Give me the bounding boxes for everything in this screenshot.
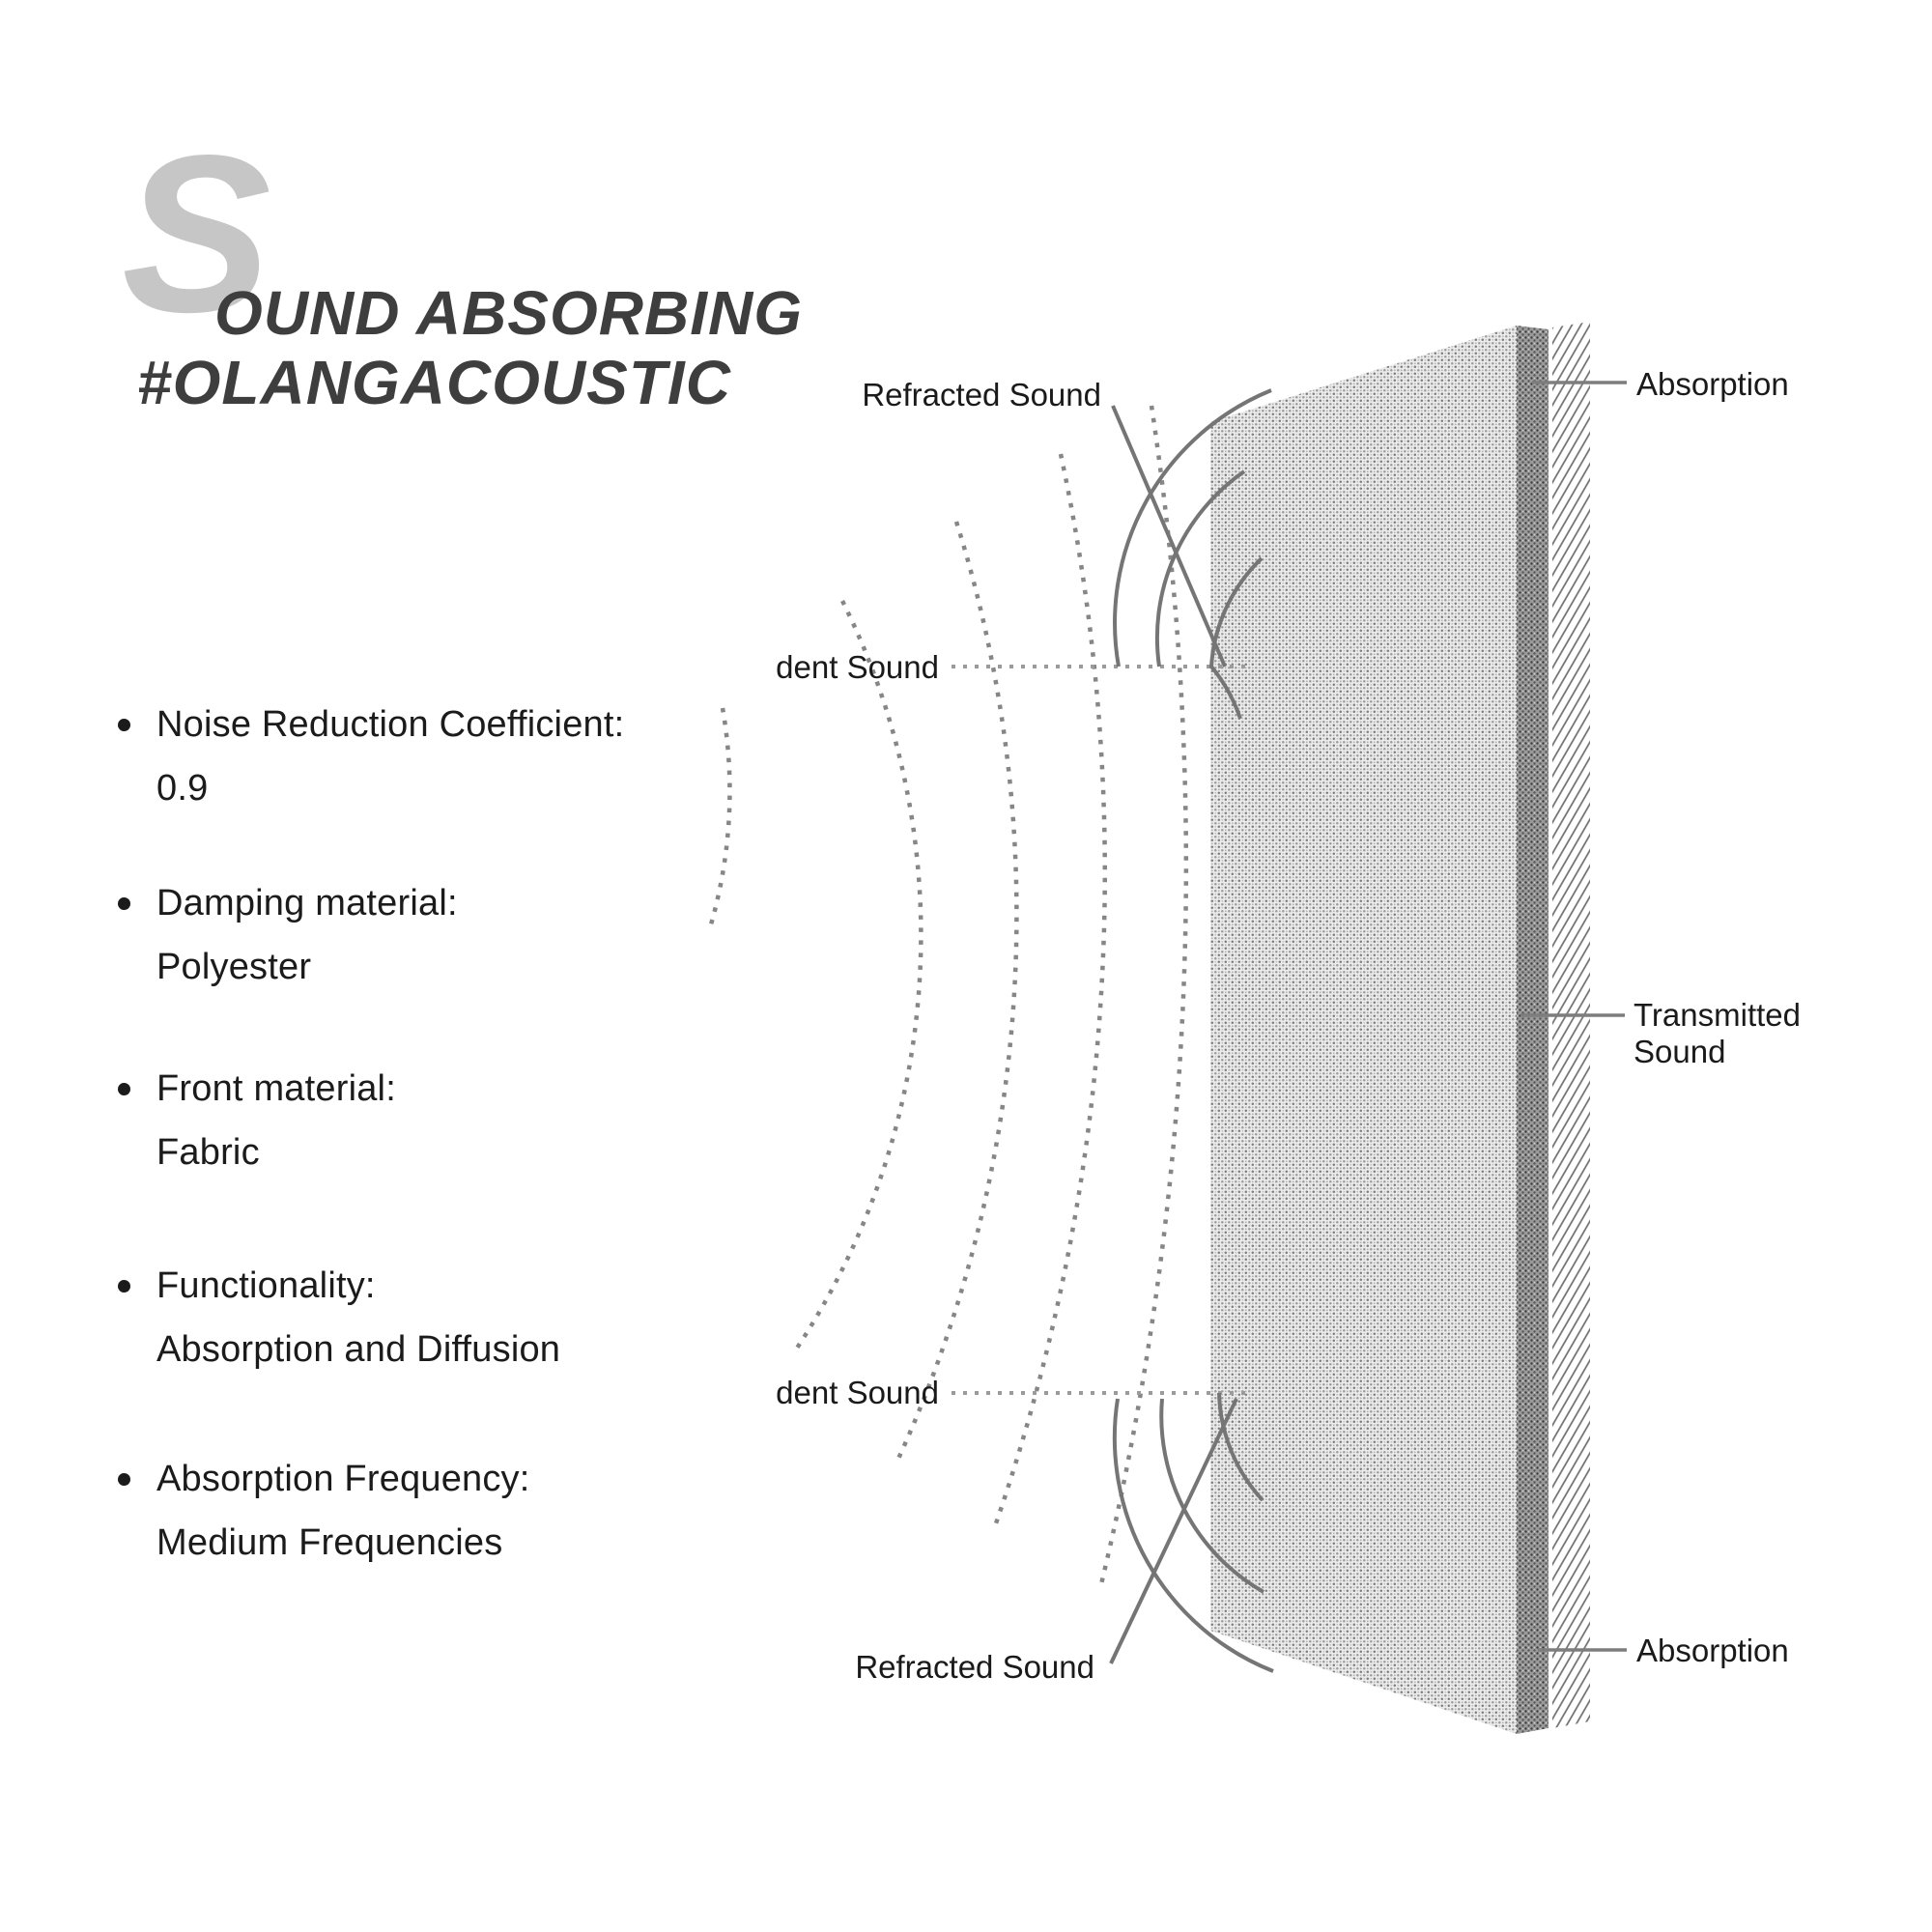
spec-front-material: Front material: Fabric <box>118 1065 396 1176</box>
refracted-wave-arc <box>1154 469 1246 668</box>
brand-hashtag: #OLANGACOUSTIC <box>137 348 731 417</box>
refracted-sound-bottom-group <box>1109 1392 1274 1673</box>
right-label-leaders <box>1520 381 1627 1652</box>
spec-value: Polyester <box>156 947 312 987</box>
incident-sound-top-label: dent Sound <box>776 649 939 685</box>
panel-front-face <box>1210 326 1517 1734</box>
page-title: OUND ABSORBING <box>214 278 803 348</box>
spec-label: Functionality: <box>156 1265 376 1306</box>
bullet-icon <box>118 897 130 910</box>
incident-wave-arc <box>992 453 1107 1527</box>
refracted-wave-arc <box>1113 388 1272 668</box>
spec-noise-reduction: Noise Reduction Coefficient: 0.9 <box>118 701 624 811</box>
spec-label: Front material: <box>156 1068 396 1109</box>
absorption-bottom-label: Absorption <box>1636 1633 1789 1668</box>
spec-value: Medium Frequencies <box>156 1522 503 1563</box>
spec-value: 0.9 <box>156 768 209 809</box>
incident-sound-leaders <box>952 665 1251 1395</box>
brand-initial: S <box>122 109 271 359</box>
refracted-top-leader <box>1111 405 1227 668</box>
refracted-sound-top-group <box>1111 388 1272 720</box>
bullet-icon <box>118 1280 130 1293</box>
incident-wave-arc <box>708 707 732 925</box>
spec-label: Damping material: <box>156 883 458 923</box>
spec-absorption-frequency: Absorption Frequency: Medium Frequencies <box>118 1456 530 1566</box>
spec-label: Absorption Frequency: <box>156 1459 530 1499</box>
refracted-bottom-leader <box>1109 1398 1238 1664</box>
incident-wave-arc <box>1098 405 1189 1585</box>
spec-value: Fabric <box>156 1132 260 1173</box>
bullet-icon <box>118 719 130 731</box>
bullet-icon <box>118 1473 130 1486</box>
incident-wave-arc <box>792 599 923 1354</box>
spec-value: Absorption and Diffusion <box>156 1329 561 1370</box>
incident-wave-arc <box>895 521 1019 1460</box>
refracted-wave-arc <box>1208 556 1264 720</box>
refracted-wave-arc <box>1159 1398 1264 1594</box>
panel-side-face <box>1517 326 1548 1734</box>
incident-sound-bottom-label: dent Sound <box>776 1375 939 1410</box>
spec-functionality: Functionality: Absorption and Diffusion <box>118 1263 560 1373</box>
spec-label: Noise Reduction Coefficient: <box>156 704 625 745</box>
incident-sound-wavefronts <box>708 405 1189 1585</box>
spec-damping-material: Damping material: Polyester <box>118 880 458 990</box>
absorption-top-label: Absorption <box>1636 366 1789 402</box>
refracted-wave-arc <box>1112 1398 1274 1673</box>
bullet-icon <box>118 1083 130 1095</box>
refracted-sound-top-label: Refracted Sound <box>862 377 1101 412</box>
refracted-wave-arc <box>1217 1392 1264 1502</box>
transmitted-sound-label-line1: Transmitted <box>1634 997 1801 1033</box>
absorption-hatch-zone <box>1552 322 1590 1728</box>
refracted-sound-bottom-label: Refracted Sound <box>855 1649 1094 1685</box>
transmitted-sound-label-line2: Sound <box>1634 1034 1725 1069</box>
